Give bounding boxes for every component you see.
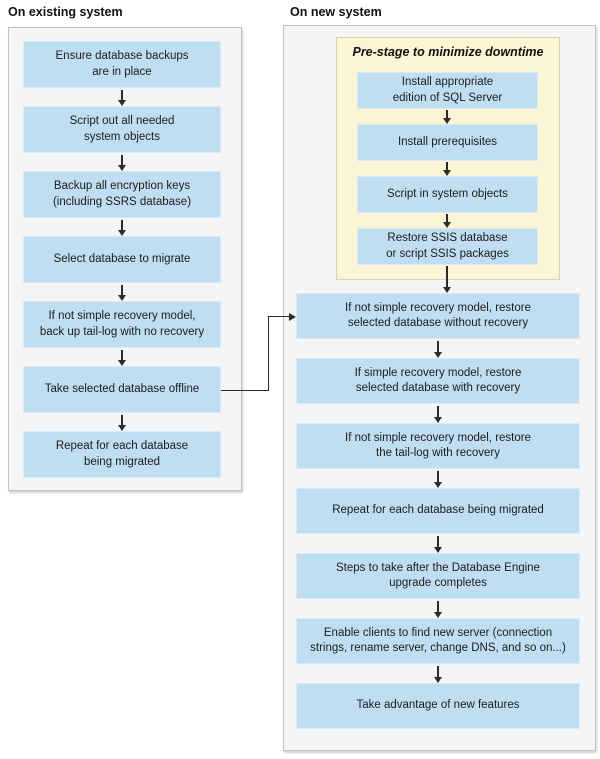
cross-column-connector: [268, 316, 289, 317]
flow-arrow-down-icon: [443, 266, 451, 293]
flow-arrow-down-icon: [443, 110, 451, 124]
flow-arrow-down-icon: [434, 666, 442, 683]
step-after-upgrade-completes: Steps to take after the Database Engine …: [296, 553, 580, 599]
cross-column-connector: [221, 390, 269, 391]
step-take-database-offline: Take selected database offline: [23, 366, 221, 413]
prestage-title: Pre-stage to minimize downtime: [352, 45, 544, 59]
step-enable-clients: Enable clients to find new server (conne…: [296, 618, 580, 664]
flow-arrow-down-icon: [118, 285, 126, 301]
flow-arrow-down-icon: [434, 601, 442, 618]
step-take-advantage-new-features: Take advantage of new features: [296, 683, 580, 729]
step-install-prerequisites: Install prerequisites: [357, 124, 538, 161]
cross-column-connector: [268, 316, 269, 391]
flow-arrow-down-icon: [434, 471, 442, 488]
step-restore-tail-log: If not simple recovery model, restore th…: [296, 423, 580, 469]
flow-arrow-down-icon: [118, 155, 126, 171]
flow-arrow-down-icon: [434, 406, 442, 423]
step-select-database: Select database to migrate: [23, 236, 221, 283]
flow-arrow-down-icon: [443, 214, 451, 228]
step-backup-tail-log: If not simple recovery model, back up ta…: [23, 301, 221, 348]
step-restore-with-recovery: If simple recovery model, restore select…: [296, 358, 580, 404]
step-ensure-backups: Ensure database backups are in place: [23, 41, 221, 88]
flow-arrow-down-icon: [434, 536, 442, 553]
flow-arrow-down-icon: [118, 415, 126, 431]
step-restore-without-recovery: If not simple recovery model, restore se…: [296, 293, 580, 339]
flow-arrow-down-icon: [118, 90, 126, 106]
new-system-header: On new system: [290, 5, 382, 19]
flow-arrow-right-icon: [289, 312, 296, 321]
step-script-system-objects: Script out all needed system objects: [23, 106, 221, 153]
step-script-in-system-objects: Script in system objects: [357, 176, 538, 213]
step-restore-ssis: Restore SSIS database or script SSIS pac…: [357, 228, 538, 265]
existing-system-header: On existing system: [8, 5, 123, 19]
flow-arrow-down-icon: [118, 350, 126, 366]
flow-arrow-down-icon: [443, 162, 451, 176]
step-repeat-each-database: Repeat for each database being migrated: [23, 431, 221, 478]
step-repeat-each-database-new: Repeat for each database being migrated: [296, 488, 580, 534]
flow-arrow-down-icon: [118, 220, 126, 236]
step-install-sql-server: Install appropriate edition of SQL Serve…: [357, 72, 538, 109]
flow-arrow-down-icon: [434, 341, 442, 358]
step-backup-encryption-keys: Backup all encryption keys (including SS…: [23, 171, 221, 218]
